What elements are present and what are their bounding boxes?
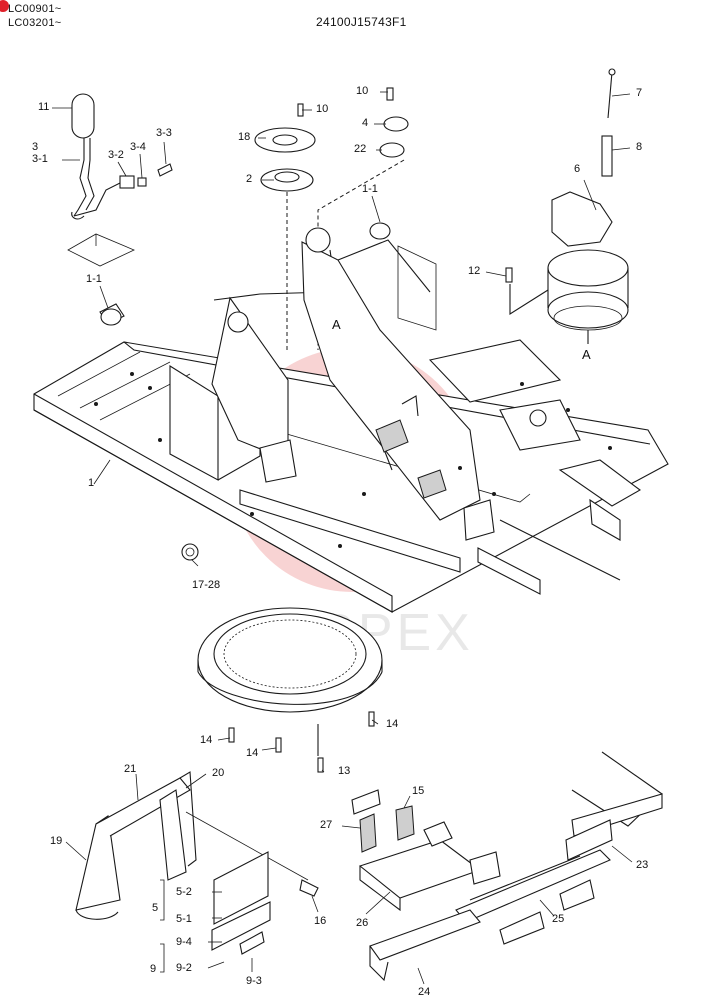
callout-5-1: 5-1 <box>176 913 192 925</box>
leader-lines <box>52 91 633 985</box>
callout-16: 16 <box>314 915 327 927</box>
callout-2: 2 <box>246 173 253 185</box>
callout-A-motor: A <box>582 347 591 362</box>
callout-5: 5 <box>152 902 159 914</box>
callout-24: 24 <box>418 986 431 998</box>
callout-12: 12 <box>468 265 481 277</box>
swing-motor-group <box>505 68 629 344</box>
callout-20: 20 <box>212 767 225 779</box>
callout-3-3: 3-3 <box>156 127 172 139</box>
callout-11: 11 <box>38 101 50 113</box>
callout-3-4: 3-4 <box>130 141 146 153</box>
callout-9: 9 <box>150 963 157 975</box>
callout-3: 3 <box>32 141 39 153</box>
callout-3-2: 3-2 <box>108 149 124 161</box>
lower-right-assembly <box>351 751 663 982</box>
callout-10-right: 10 <box>356 85 369 97</box>
serial-range-2: LC03201~ <box>8 17 62 29</box>
callout-4: 4 <box>362 117 369 129</box>
callout-23: 23 <box>636 859 649 871</box>
callout-22: 22 <box>354 143 367 155</box>
lower-left-assembly <box>75 771 319 955</box>
callout-1-1-right: 1-1 <box>362 183 378 195</box>
callout-1-1-left: 1-1 <box>86 273 102 285</box>
callout-10-left: 10 <box>316 103 329 115</box>
callout-7: 7 <box>636 87 643 99</box>
swing-ring <box>197 607 383 773</box>
callout-14-left: 14 <box>200 734 213 746</box>
serial-range-1: LC00901~ <box>8 3 62 15</box>
callout-26: 26 <box>356 917 369 929</box>
control-lever-group <box>67 93 173 267</box>
callout-A-frame: A <box>332 317 341 332</box>
callout-25: 25 <box>552 913 565 925</box>
callout-9-4: 9-4 <box>176 936 192 948</box>
callout-14-right: 14 <box>386 718 399 730</box>
corner-logo-icon <box>0 0 9 12</box>
callout-17-28: 17-28 <box>192 579 221 591</box>
callout-21: 21 <box>124 763 137 775</box>
callout-1: 1 <box>88 477 95 489</box>
callout-27: 27 <box>320 819 333 831</box>
callout-19: 19 <box>50 835 63 847</box>
main-frame <box>33 222 669 613</box>
callout-6: 6 <box>574 163 581 175</box>
callout-5-2: 5-2 <box>176 886 192 898</box>
callout-18: 18 <box>238 131 251 143</box>
callout-3-1: 3-1 <box>32 153 48 165</box>
callout-8: 8 <box>636 141 643 153</box>
callout-15: 15 <box>412 785 425 797</box>
callout-9-2: 9-2 <box>176 962 192 974</box>
callout-14-mid: 14 <box>246 747 259 759</box>
drawing-number: 24100J15743F1 <box>316 15 407 29</box>
callout-9-3: 9-3 <box>246 975 262 987</box>
callout-13: 13 <box>338 765 351 777</box>
